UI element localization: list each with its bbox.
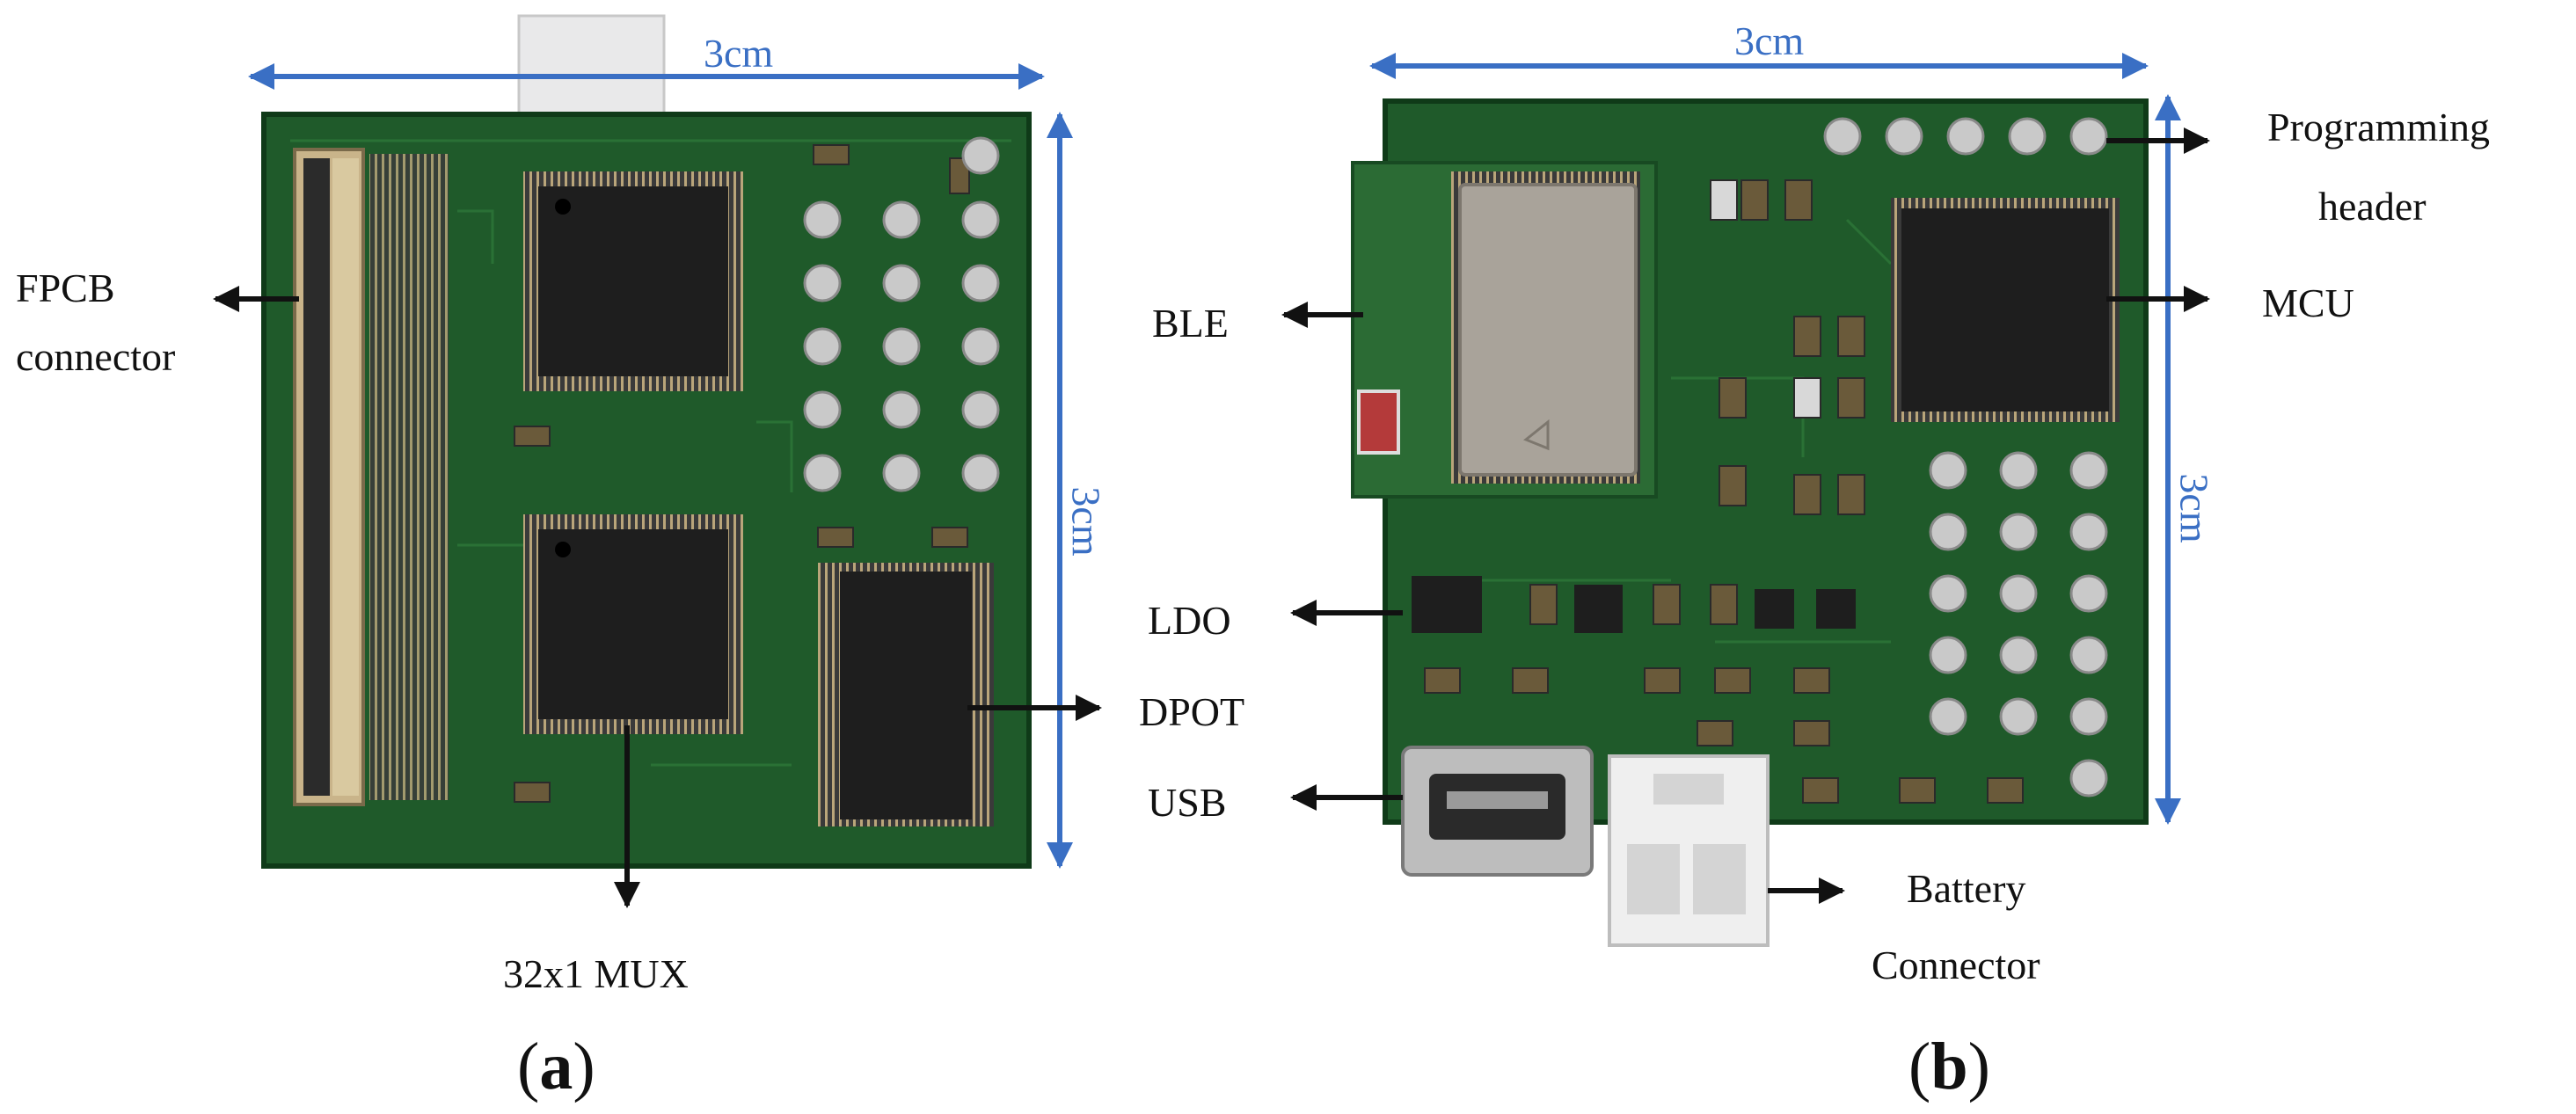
mux-chip-bottom xyxy=(523,514,743,734)
usb-label: USB xyxy=(1148,780,1227,825)
fpcb-label-line2: connector xyxy=(16,334,176,379)
battery-label-line1: Battery xyxy=(1907,866,2026,911)
ldo-chip xyxy=(1412,576,1482,633)
usb-connector xyxy=(1401,746,1594,877)
battery-connector xyxy=(1608,754,1770,947)
mux-chip-top xyxy=(523,171,743,391)
board-a-width-label: 3cm xyxy=(704,31,774,76)
board-b-header-pads xyxy=(1929,451,2108,797)
panel-b-letter-text: b xyxy=(1930,1030,1968,1103)
battery-label-line2: Connector xyxy=(1872,943,2040,987)
board-b-height-label: 3cm xyxy=(2171,473,2217,543)
board-a xyxy=(261,14,1032,869)
dpot-label: DPOT xyxy=(1139,689,1245,734)
board-b xyxy=(1351,98,2149,947)
mux-label: 32x1 MUX xyxy=(503,951,689,996)
panel-b-letter: (b) xyxy=(1908,1030,1990,1103)
programming-header-label-line2: header xyxy=(2318,184,2426,229)
panel-a-letter-text: a xyxy=(539,1030,573,1103)
ble-label: BLE xyxy=(1152,301,1229,346)
fpcb-connector-component xyxy=(293,148,449,806)
programming-header-pads xyxy=(1823,117,2108,156)
board-a-height-label: 3cm xyxy=(1063,486,1109,557)
dpot-chip xyxy=(818,563,994,826)
board-a-top-connector xyxy=(517,14,666,123)
fpcb-label-line1: FPCB xyxy=(16,266,115,310)
mcu-chip xyxy=(1891,198,2120,422)
board-b-width-label: 3cm xyxy=(1734,18,1805,63)
ldo-label: LDO xyxy=(1148,598,1231,643)
programming-header-label-line1: Programming xyxy=(2267,105,2490,149)
mcu-label: MCU xyxy=(2262,280,2354,325)
board-a-header-pads xyxy=(803,136,1000,492)
panel-a-letter: (a) xyxy=(517,1030,595,1103)
ble-shield xyxy=(1451,171,1640,484)
